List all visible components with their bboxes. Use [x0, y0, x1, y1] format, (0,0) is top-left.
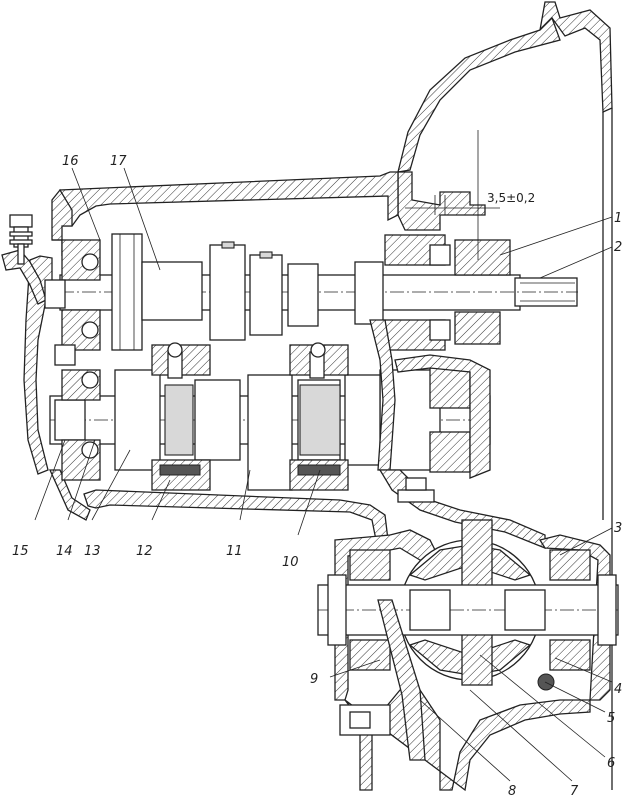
input-bearing [384, 234, 511, 351]
leader-lines [34, 167, 613, 782]
callout-3: 3 [614, 521, 622, 536]
callout-4: 4 [614, 682, 622, 697]
output-gears [114, 369, 381, 491]
callout-14: 14 [56, 544, 73, 559]
callout-6: 6 [607, 756, 615, 771]
callout-16: 16 [62, 154, 79, 169]
callout-15: 15 [12, 544, 29, 559]
dimension-marker: 3,5±0,2 [405, 130, 535, 260]
clutch-housing [397, 1, 613, 790]
callout-13: 13 [84, 544, 101, 559]
breather-valve [1, 214, 47, 305]
center-bolt [397, 477, 435, 503]
synchronizer-12 [151, 342, 211, 491]
dimension-text: 3,5±0,2 [487, 191, 535, 205]
synchronizer-10 [289, 342, 349, 491]
callout-labels: 1 2 3 4 5 6 7 8 9 10 11 12 13 14 15 16 1… [12, 154, 622, 799]
callout-2: 2 [614, 240, 622, 255]
input-gear-cluster [209, 241, 384, 341]
callout-17: 17 [110, 154, 127, 169]
input-gear-17 [111, 233, 203, 351]
callout-1: 1 [614, 211, 622, 226]
callout-9: 9 [310, 672, 318, 687]
output-left-bearing [54, 344, 101, 481]
input-shaft-left-bearing [44, 239, 101, 351]
callout-8: 8 [508, 784, 516, 799]
callout-10: 10 [282, 555, 299, 570]
differential-bearings [327, 549, 617, 691]
callout-11: 11 [226, 544, 243, 559]
final-drive-gear [339, 599, 426, 761]
axle-shafts [317, 584, 619, 636]
callout-7: 7 [570, 784, 579, 799]
callout-12: 12 [136, 544, 153, 559]
callout-5: 5 [607, 711, 615, 726]
